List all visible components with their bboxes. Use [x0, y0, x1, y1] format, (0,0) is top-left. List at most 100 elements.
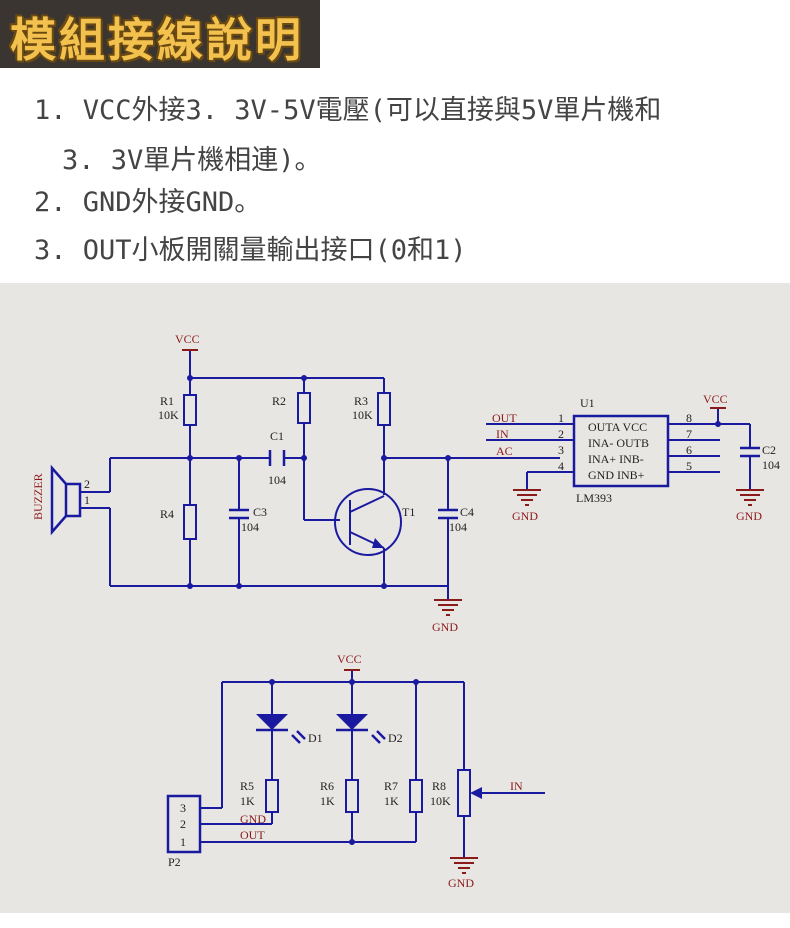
schematic-stroke [376, 730, 386, 740]
c1-ref: C1 [270, 429, 284, 443]
component-labels: R1 10K R2 R3 10K R4 C1 104 C3 104 C4 104… [158, 394, 780, 869]
r5-value: 1K [240, 794, 255, 808]
vcc-label: VCC [703, 392, 728, 406]
parts-outline [50, 414, 760, 854]
schematic-stroke [334, 488, 402, 556]
schematic-stroke [236, 583, 242, 589]
led-d1-shape [256, 714, 288, 730]
wires [80, 350, 751, 858]
schematic-stroke [457, 769, 471, 817]
r7-value: 1K [384, 794, 399, 808]
ic-pin-number: 1 [558, 411, 564, 425]
schematic-stroke [301, 455, 307, 461]
gnd-label: GND [736, 509, 762, 523]
p2-ref: P2 [168, 855, 181, 869]
ic-pin-number: 4 [558, 459, 564, 473]
r3-ref: R3 [354, 394, 368, 408]
c2-ref: C2 [762, 443, 776, 457]
schematic-stroke [236, 455, 242, 461]
schematic-stroke [349, 839, 355, 845]
schematic-stroke [296, 730, 306, 740]
schematic-stroke [381, 583, 387, 589]
ic-pin-number: 8 [686, 411, 692, 425]
instruction-line-2: 3. 3V單片機相連)。 [62, 145, 322, 176]
instruction-line-3: 2. GND外接GND。 [34, 187, 262, 218]
buzzer-label: BUZZER [31, 473, 45, 520]
ic-pin-number: 5 [686, 459, 692, 473]
c4-value: 104 [449, 520, 467, 534]
schematic-stroke [372, 538, 384, 548]
schematic-stroke [381, 455, 387, 461]
ic-pin-row: GND INB+ [588, 468, 645, 482]
gnd-label: GND [512, 509, 538, 523]
schematic-panel: VCC VCC VCC GND GND GND GND BUZZER 2 1 O… [0, 283, 790, 913]
c3-ref: C3 [253, 505, 267, 519]
schematic-stroke [183, 394, 197, 426]
title-banner: 模組接線說明 [0, 0, 320, 68]
schematic-stroke [166, 794, 202, 854]
p2-pin-number: 2 [180, 817, 186, 831]
gnd-label: GND [432, 620, 458, 634]
schematic-stroke [291, 734, 301, 744]
net-ac-label: AC [496, 444, 513, 458]
schematic-stroke [345, 779, 359, 813]
schematic-stroke [187, 455, 193, 461]
ic-pin-number: 7 [686, 427, 692, 441]
schematic-stroke [377, 392, 391, 426]
r1-value: 10K [158, 408, 179, 422]
t1-ref: T1 [402, 505, 415, 519]
schematic-stroke [409, 779, 423, 813]
power-symbols [182, 349, 764, 874]
schematic-stroke [183, 504, 197, 540]
ic-pin-row: INA+ INB- [588, 452, 644, 466]
p2-pin-number: 3 [180, 801, 186, 815]
schematic-stroke [715, 421, 721, 427]
ic-pin-row: INA- OUTB [588, 436, 649, 450]
instruction-line-1: 1. VCC外接3. 3V-5V電壓(可以直接與5V單片機和 [34, 95, 662, 126]
schematic-stroke [470, 787, 482, 799]
d2-ref: D2 [388, 731, 403, 745]
net-in-label: IN [496, 427, 509, 441]
c4-ref: C4 [460, 505, 474, 519]
ic-pin-row: OUTA VCC [588, 420, 647, 434]
r6-value: 1K [320, 794, 335, 808]
schematic-stroke [349, 679, 355, 685]
schematic-stroke [269, 679, 275, 685]
r7-ref: R7 [384, 779, 398, 793]
schematic-stroke [445, 455, 451, 461]
c3-value: 104 [241, 520, 259, 534]
r8-value: 10K [430, 794, 451, 808]
schematic-stroke [187, 375, 193, 381]
vcc-label: VCC [175, 332, 200, 346]
net-in-label: IN [510, 779, 523, 793]
r8-ref: R8 [432, 779, 446, 793]
r5-ref: R5 [240, 779, 254, 793]
schematic-stroke [64, 482, 82, 518]
c1-value: 104 [268, 473, 286, 487]
vcc-label: VCC [337, 652, 362, 666]
schematic-stroke [413, 679, 419, 685]
net-gnd-label: GND [240, 812, 266, 826]
buzzer-pin-label: 2 [84, 477, 90, 491]
schematic-stroke [349, 495, 385, 513]
schematic-stroke [371, 734, 381, 744]
r4-ref: R4 [160, 507, 174, 521]
schematic-stroke [297, 392, 311, 424]
ic-pin-number: 3 [558, 443, 564, 457]
net-out-label: OUT [492, 411, 517, 425]
schematic-stroke [187, 583, 193, 589]
schematic-stroke [301, 375, 307, 381]
u1-ref: U1 [580, 396, 595, 410]
gnd-label: GND [448, 876, 474, 890]
ic-pin-number: 6 [686, 443, 692, 457]
schematic-stroke [572, 414, 670, 488]
c2-value: 104 [762, 458, 780, 472]
ic-pin-number: 2 [558, 427, 564, 441]
r3-value: 10K [352, 408, 373, 422]
schematic-stroke [50, 464, 67, 536]
r2-ref: R2 [272, 394, 286, 408]
u1-part: LM393 [576, 491, 612, 505]
r1-ref: R1 [160, 394, 174, 408]
banner-title: 模組接線說明 [10, 13, 304, 67]
schematic-stroke [265, 779, 279, 813]
